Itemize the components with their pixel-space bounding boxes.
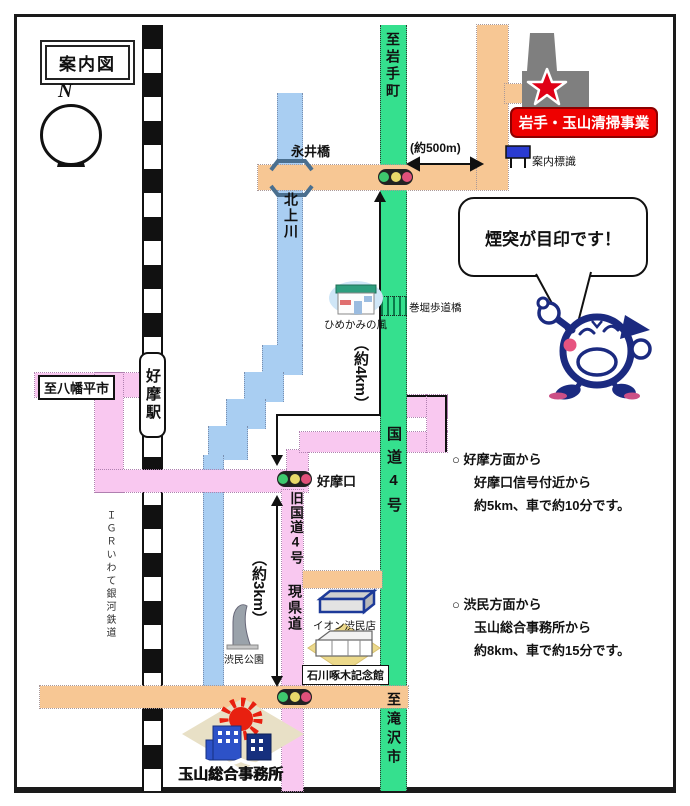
note-line: 好摩口信号付近から bbox=[474, 475, 592, 490]
traffic-light-icon bbox=[277, 471, 312, 487]
road-orange-bottom bbox=[39, 685, 409, 709]
map-title-box: 案内図 bbox=[40, 40, 135, 85]
route4-label: 国道4号 bbox=[385, 426, 402, 520]
road-orange-vertical bbox=[476, 24, 509, 191]
road-pink-loop-right bbox=[426, 394, 448, 453]
road-orange-stub bbox=[504, 83, 531, 104]
station-label: 好摩駅 bbox=[144, 368, 161, 422]
road-pink-main bbox=[94, 469, 309, 493]
river-step bbox=[244, 372, 284, 402]
note-shibutami-direction: ○ 渋民方面から 玉山総合事務所から 約8km、車で約15分です。 bbox=[452, 593, 657, 662]
distance-500m-label: (約500m) bbox=[410, 141, 461, 155]
compass-north-label: N bbox=[58, 80, 73, 102]
note-line: 玉山総合事務所から bbox=[474, 620, 592, 635]
river-step bbox=[226, 399, 266, 429]
igr-railway-label: ＩＧＲいわて銀河鉄道 bbox=[104, 510, 115, 640]
road-pink-step bbox=[286, 449, 309, 473]
river-label: 北上川 bbox=[283, 192, 299, 240]
distance-4km-label: （約4km） bbox=[352, 336, 369, 412]
prefectural-road-label: 現県道 bbox=[287, 584, 303, 632]
old-route4-label: 旧国道4号 bbox=[288, 491, 303, 565]
route4-north-label: 至岩手町 bbox=[385, 32, 401, 100]
note-line: 約5km、車で約10分です。 bbox=[474, 498, 631, 513]
traffic-light-icon bbox=[277, 689, 312, 705]
map-title: 案内図 bbox=[45, 45, 130, 80]
distance-3km-label: （約3km） bbox=[250, 551, 267, 627]
river-lower bbox=[203, 455, 224, 687]
compass-icon bbox=[40, 104, 102, 166]
traffic-light-icon bbox=[378, 169, 413, 185]
himekami-label: ひめかみの風 bbox=[324, 319, 387, 331]
map-frame bbox=[14, 14, 676, 793]
speech-bubble: 煙突が目印です！ bbox=[458, 197, 648, 277]
note-line: ○ 好摩方面から bbox=[452, 452, 542, 467]
note-line: 約8km、車で約15分です。 bbox=[474, 643, 631, 658]
pedestrian-bridge-icon bbox=[381, 296, 407, 316]
note-koma-direction: ○ 好摩方面から 好摩口信号付近から 約5km、車で約10分です。 bbox=[452, 448, 657, 517]
takuboku-museum-label: 石川啄木記念館 bbox=[302, 665, 389, 685]
destination-banner: 岩手・玉山清掃事業 bbox=[510, 107, 658, 138]
aeon-label: イオン渋民店 bbox=[313, 620, 376, 632]
station-box: 好摩駅 bbox=[139, 352, 166, 438]
koumaguchi-label: 好摩口 bbox=[317, 474, 357, 489]
river-step bbox=[208, 426, 248, 460]
note-line: ○ 渋民方面から bbox=[452, 597, 542, 612]
pedestrian-bridge-label: 巻堀歩道橋 bbox=[409, 302, 462, 314]
river-step bbox=[262, 345, 303, 375]
hachimantai-label: 至八幡平市 bbox=[38, 375, 116, 400]
road-orange-middle bbox=[302, 570, 383, 589]
route4-south-label: 至滝沢市 bbox=[386, 692, 402, 768]
guide-sign-label: 案内標識 bbox=[532, 156, 576, 168]
road-pink-bypass bbox=[299, 431, 448, 453]
shibutami-park-label: 渋民公園 bbox=[224, 655, 264, 666]
tamayama-office-label: 玉山総合事務所 bbox=[178, 766, 284, 783]
bridge-label: 永井橋 bbox=[291, 144, 331, 159]
